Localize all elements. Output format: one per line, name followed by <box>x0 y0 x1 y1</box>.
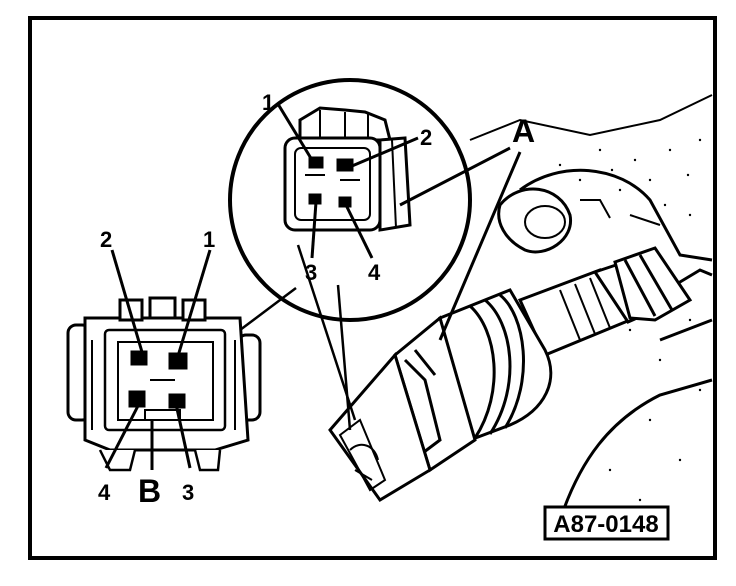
plug-pin-2-label: 2 <box>100 227 112 252</box>
engine-lower-outline <box>558 378 713 521</box>
callout-a-label: A <box>512 113 535 149</box>
reference-code: A87-0148 <box>553 511 658 538</box>
housing-stipple <box>558 138 702 502</box>
plug-pin-4-label: 4 <box>98 480 111 505</box>
plug-to-detail-link <box>239 287 297 331</box>
detail-pin-1-label: 1 <box>262 90 274 115</box>
plug-pin-1-label: 1 <box>203 227 215 252</box>
detail-leaders <box>276 103 419 259</box>
magnifier-pointers <box>296 244 357 431</box>
plug-pin-3-label: 3 <box>182 480 194 505</box>
sensor-body <box>328 246 693 502</box>
plug-leaders <box>104 249 212 470</box>
detail-pin-4-label: 4 <box>368 260 381 285</box>
detail-pin-2-label: 2 <box>420 125 432 150</box>
callout-b-label: B <box>138 473 161 509</box>
callout-a-leaders <box>399 146 522 341</box>
reference-box <box>543 505 670 541</box>
engine-housing <box>469 94 713 262</box>
plug-connector <box>66 296 262 472</box>
detail-connector <box>283 106 412 232</box>
